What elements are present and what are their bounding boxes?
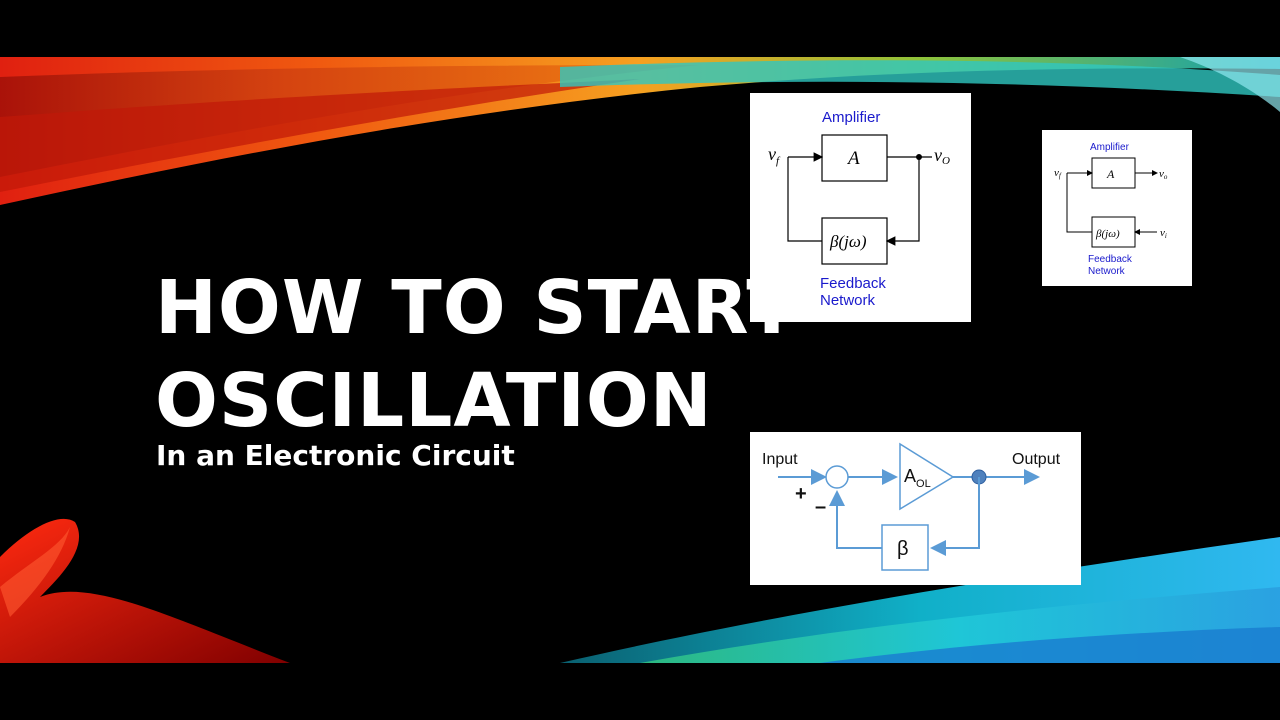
feedback-label-1: Feedback	[820, 275, 886, 292]
slide-subtitle: In an Electronic Circuit	[156, 439, 515, 472]
minus-sign: –	[815, 496, 826, 518]
output-symbol: vo	[1159, 168, 1168, 181]
opamp-feedback-diagram-svg: Input Output + – AOL β	[762, 442, 1061, 571]
feedback-diagram-small-svg: Amplifier A vf vo β(jω) vi Feedback Netw…	[1054, 142, 1168, 277]
output-label: Output	[1012, 451, 1061, 468]
title-line-2: OSCILLATION	[155, 358, 713, 444]
input-symbol: vf	[768, 144, 781, 167]
input-symbol: vf	[1054, 167, 1062, 180]
feedback-symbol: β(jω)	[1095, 228, 1120, 240]
amplifier-triangle	[899, 442, 955, 511]
amplifier-symbol: A	[846, 148, 860, 169]
return-path	[829, 490, 882, 549]
output-symbol: vO	[934, 145, 950, 167]
decorative-background-waves	[0, 57, 1280, 663]
amplifier-label: Amplifier	[822, 109, 880, 126]
feedback-path	[930, 477, 980, 556]
beta-symbol: β	[897, 538, 909, 560]
opamp-feedback-diagram: Input Output + – AOL β	[750, 432, 1081, 585]
amplifier-label: Amplifier	[1090, 142, 1130, 153]
beta-block	[881, 524, 929, 571]
feedback-path	[885, 157, 920, 246]
input-label: Input	[762, 451, 798, 468]
summing-junction	[825, 465, 849, 489]
feedback-symbol: β(jω)	[829, 232, 867, 251]
amplifier-block	[1091, 157, 1136, 189]
return-path	[787, 157, 822, 242]
slide: HOW TO START OSCILLATION In an Electroni…	[0, 57, 1280, 663]
feedback-label-1: Feedback	[1088, 254, 1133, 265]
title-line-1: HOW TO START	[155, 265, 798, 351]
feedback-diagram-small: Amplifier A vf vo β(jω) vi Feedback Netw…	[1042, 130, 1192, 286]
feedback-label-2: Network	[820, 292, 876, 309]
feedback-block	[821, 217, 888, 265]
feedback-diagram-large: Amplifier A vf vO β(jω) Feedback Network	[750, 93, 971, 322]
amplifier-symbol: AOL	[904, 466, 931, 490]
plus-sign: +	[795, 483, 807, 505]
feedback-label-2: Network	[1088, 266, 1126, 277]
amplifier-symbol: A	[1106, 167, 1115, 181]
feedback-diagram-large-svg: Amplifier A vf vO β(jω) Feedback Network	[768, 109, 950, 309]
return-path	[1066, 173, 1092, 233]
feedback-input-symbol: vi	[1160, 227, 1167, 240]
slide-title: HOW TO START OSCILLATION	[155, 262, 798, 448]
